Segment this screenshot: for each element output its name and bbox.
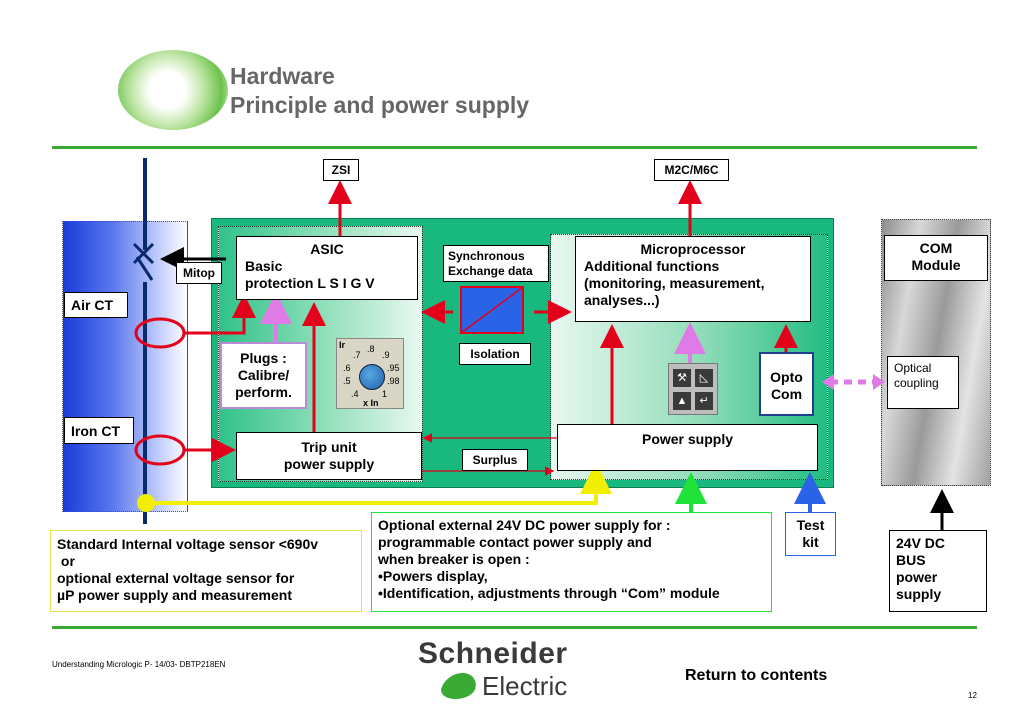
optical-line-2: coupling xyxy=(894,376,939,390)
note-left-line-3: optional external voltage sensor for xyxy=(57,570,295,586)
power-supply-box: Power supply xyxy=(557,424,818,471)
dial-tick: .98 xyxy=(387,376,400,386)
measure-key-icon[interactable]: ◺ xyxy=(695,369,713,387)
bottom-divider xyxy=(52,626,977,629)
air-ct-box: Air CT xyxy=(64,292,128,318)
opto-com-box: Opto Com xyxy=(759,352,814,416)
micro-line-2: (monitoring, measurement, xyxy=(584,275,765,291)
power-supply-label: Power supply xyxy=(641,431,734,447)
up-key-icon[interactable]: ▲ xyxy=(673,392,691,410)
trip-unit-power-box: Trip unit power supply xyxy=(236,432,422,480)
mitop-box: Mitop xyxy=(176,262,222,284)
title-line-1: Hardware xyxy=(230,63,335,89)
note-left-line-4: µP power supply and measurement xyxy=(57,587,292,603)
voltage-sensor-note: Standard Internal voltage sensor <690v o… xyxy=(50,530,362,612)
enter-key-icon[interactable]: ↵ xyxy=(695,392,713,410)
plugs-line-1: Plugs : xyxy=(240,350,287,366)
optical-coupling-box: Optical coupling xyxy=(887,356,959,409)
note-mid-line-3: when breaker is open : xyxy=(378,551,530,567)
dial-knob xyxy=(359,364,385,390)
micro-title: Microprocessor xyxy=(640,241,746,257)
dial-tick: .5 xyxy=(343,376,351,386)
title-line-2: Principle and power supply xyxy=(230,92,530,118)
external-supply-note: Optional external 24V DC power supply fo… xyxy=(371,512,772,612)
schneider-logo: Schneider Electric xyxy=(418,637,588,703)
sync-exchange-box: Synchronous Exchange data xyxy=(443,245,549,282)
isolation-label: Isolation xyxy=(470,347,520,361)
asic-line-2: protection L S I G V xyxy=(245,275,375,291)
isolation-box: Isolation xyxy=(459,343,531,365)
m2c-output: M2C/M6C xyxy=(654,159,729,181)
test-kit-box: Test kit xyxy=(785,512,836,556)
page-number: 12 xyxy=(968,691,977,700)
bus-power-box: 24V DC BUS power supply xyxy=(889,530,987,612)
note-mid-line-5: •Identification, adjustments through “Co… xyxy=(378,585,720,601)
note-mid-line-1: Optional external 24V DC power supply fo… xyxy=(378,517,671,533)
brand-subname: Electric xyxy=(482,671,568,701)
test-line-2: kit xyxy=(802,534,819,550)
surplus-box: Surplus xyxy=(462,449,528,471)
brand-name: Schneider xyxy=(418,637,568,670)
asic-line-1: Basic xyxy=(245,258,283,274)
bus-line-2: BUS xyxy=(896,552,926,568)
dial-tick: .4 xyxy=(351,389,359,399)
bus-line-3: power xyxy=(896,569,938,585)
dial-unit-label: x In xyxy=(363,398,379,408)
test-line-1: Test xyxy=(796,517,825,533)
opto-line-2: Com xyxy=(770,386,803,402)
plugs-line-3: perform. xyxy=(235,384,292,400)
microprocessor-box: Microprocessor Additional functions (mon… xyxy=(575,236,811,322)
trip-line-1: Trip unit xyxy=(301,439,357,455)
note-mid-line-2: programmable contact power supply and xyxy=(378,534,652,550)
note-left-line-1: Standard Internal voltage sensor <690v xyxy=(57,536,319,552)
return-to-contents-link[interactable]: Return to contents xyxy=(685,667,828,684)
wrench-key-icon[interactable]: ⚒ xyxy=(673,369,691,387)
note-left-line-2: or xyxy=(57,553,75,569)
iron-ct-box: Iron CT xyxy=(64,417,134,444)
iron-ct-label: Iron CT xyxy=(71,423,120,439)
optical-line-1: Optical xyxy=(894,361,932,375)
trip-line-2: power supply xyxy=(283,456,375,472)
surplus-label: Surplus xyxy=(472,453,518,467)
note-mid-line-4: •Powers display, xyxy=(378,568,488,584)
leaf-icon xyxy=(438,673,480,699)
page-title: Hardware Principle and power supply xyxy=(230,62,529,120)
m2c-label: M2C/M6C xyxy=(664,163,719,177)
micro-line-1: Additional functions xyxy=(584,258,720,274)
plugs-line-2: Calibre/ xyxy=(237,367,290,383)
mitop-label: Mitop xyxy=(183,266,215,280)
dial-tick: .8 xyxy=(367,344,375,354)
asic-box: ASIC Basic protection L S I G V xyxy=(236,236,418,300)
dial-tick: 1 xyxy=(382,389,388,399)
com-line-2: Module xyxy=(911,257,961,273)
dial-tick: .6 xyxy=(343,363,351,373)
opto-line-1: Opto xyxy=(770,369,803,385)
asic-title: ASIC xyxy=(310,241,344,257)
sync-line-1: Synchronous xyxy=(448,249,525,263)
sync-line-2: Exchange data xyxy=(448,264,533,278)
com-module-box: COM Module xyxy=(884,235,988,281)
top-divider xyxy=(52,146,977,149)
keypad: ⚒ ◺ ▲ ↵ xyxy=(668,363,718,415)
doc-reference: Understanding Micrologic P- 14/03- DBTP2… xyxy=(52,660,226,669)
zsi-output: ZSI xyxy=(323,159,359,181)
air-ct-label: Air CT xyxy=(71,297,113,313)
dial-tick: .7 xyxy=(353,350,361,360)
ir-setting-dial[interactable]: Ir .7 .8 .9 .6 .95 .5 .98 .4 1 x In xyxy=(336,338,404,409)
dial-tick: .9 xyxy=(382,350,390,360)
plugs-box: Plugs : Calibre/ perform. xyxy=(220,342,307,409)
dial-tick: .95 xyxy=(387,363,400,373)
com-line-1: COM xyxy=(919,240,953,256)
bus-line-4: supply xyxy=(896,586,942,602)
zsi-label: ZSI xyxy=(331,163,351,177)
micro-line-3: analyses...) xyxy=(584,292,660,308)
bus-line-1: 24V DC xyxy=(896,535,946,551)
header-decoration xyxy=(118,50,228,130)
dial-ir-label: Ir xyxy=(339,340,346,350)
